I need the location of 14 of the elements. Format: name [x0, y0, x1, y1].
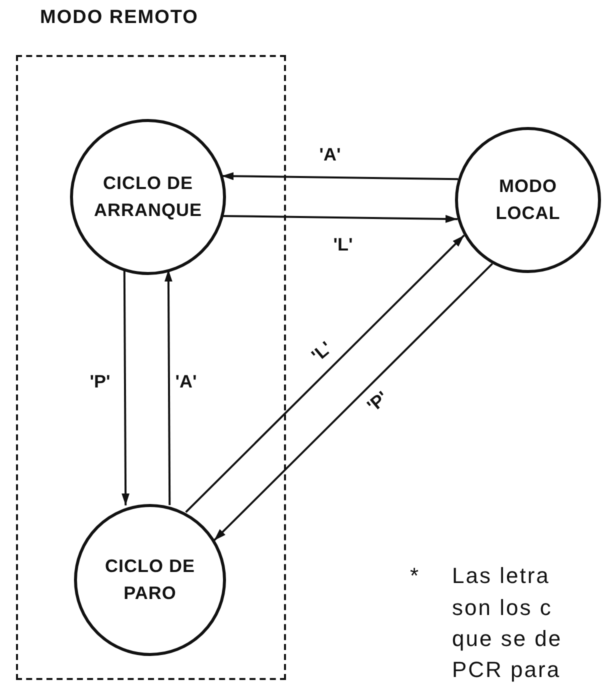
arrow [122, 270, 130, 506]
note-line: que se de [452, 626, 562, 652]
note-line: PCR para [452, 657, 561, 683]
arrow [164, 270, 172, 506]
state-name: CICLO DE ARRANQUE [92, 172, 203, 222]
arrow [213, 262, 494, 542]
note-line: son los c [452, 595, 552, 621]
note-line: Las letra [452, 563, 550, 589]
arrow [221, 214, 458, 223]
footnote-mark: * [410, 563, 420, 589]
group-title: MODO REMOTO [40, 7, 198, 29]
arrow [222, 172, 458, 180]
state-name: MODO LOCAL [494, 175, 562, 225]
state-name: CICLO DE PARO [104, 555, 196, 605]
